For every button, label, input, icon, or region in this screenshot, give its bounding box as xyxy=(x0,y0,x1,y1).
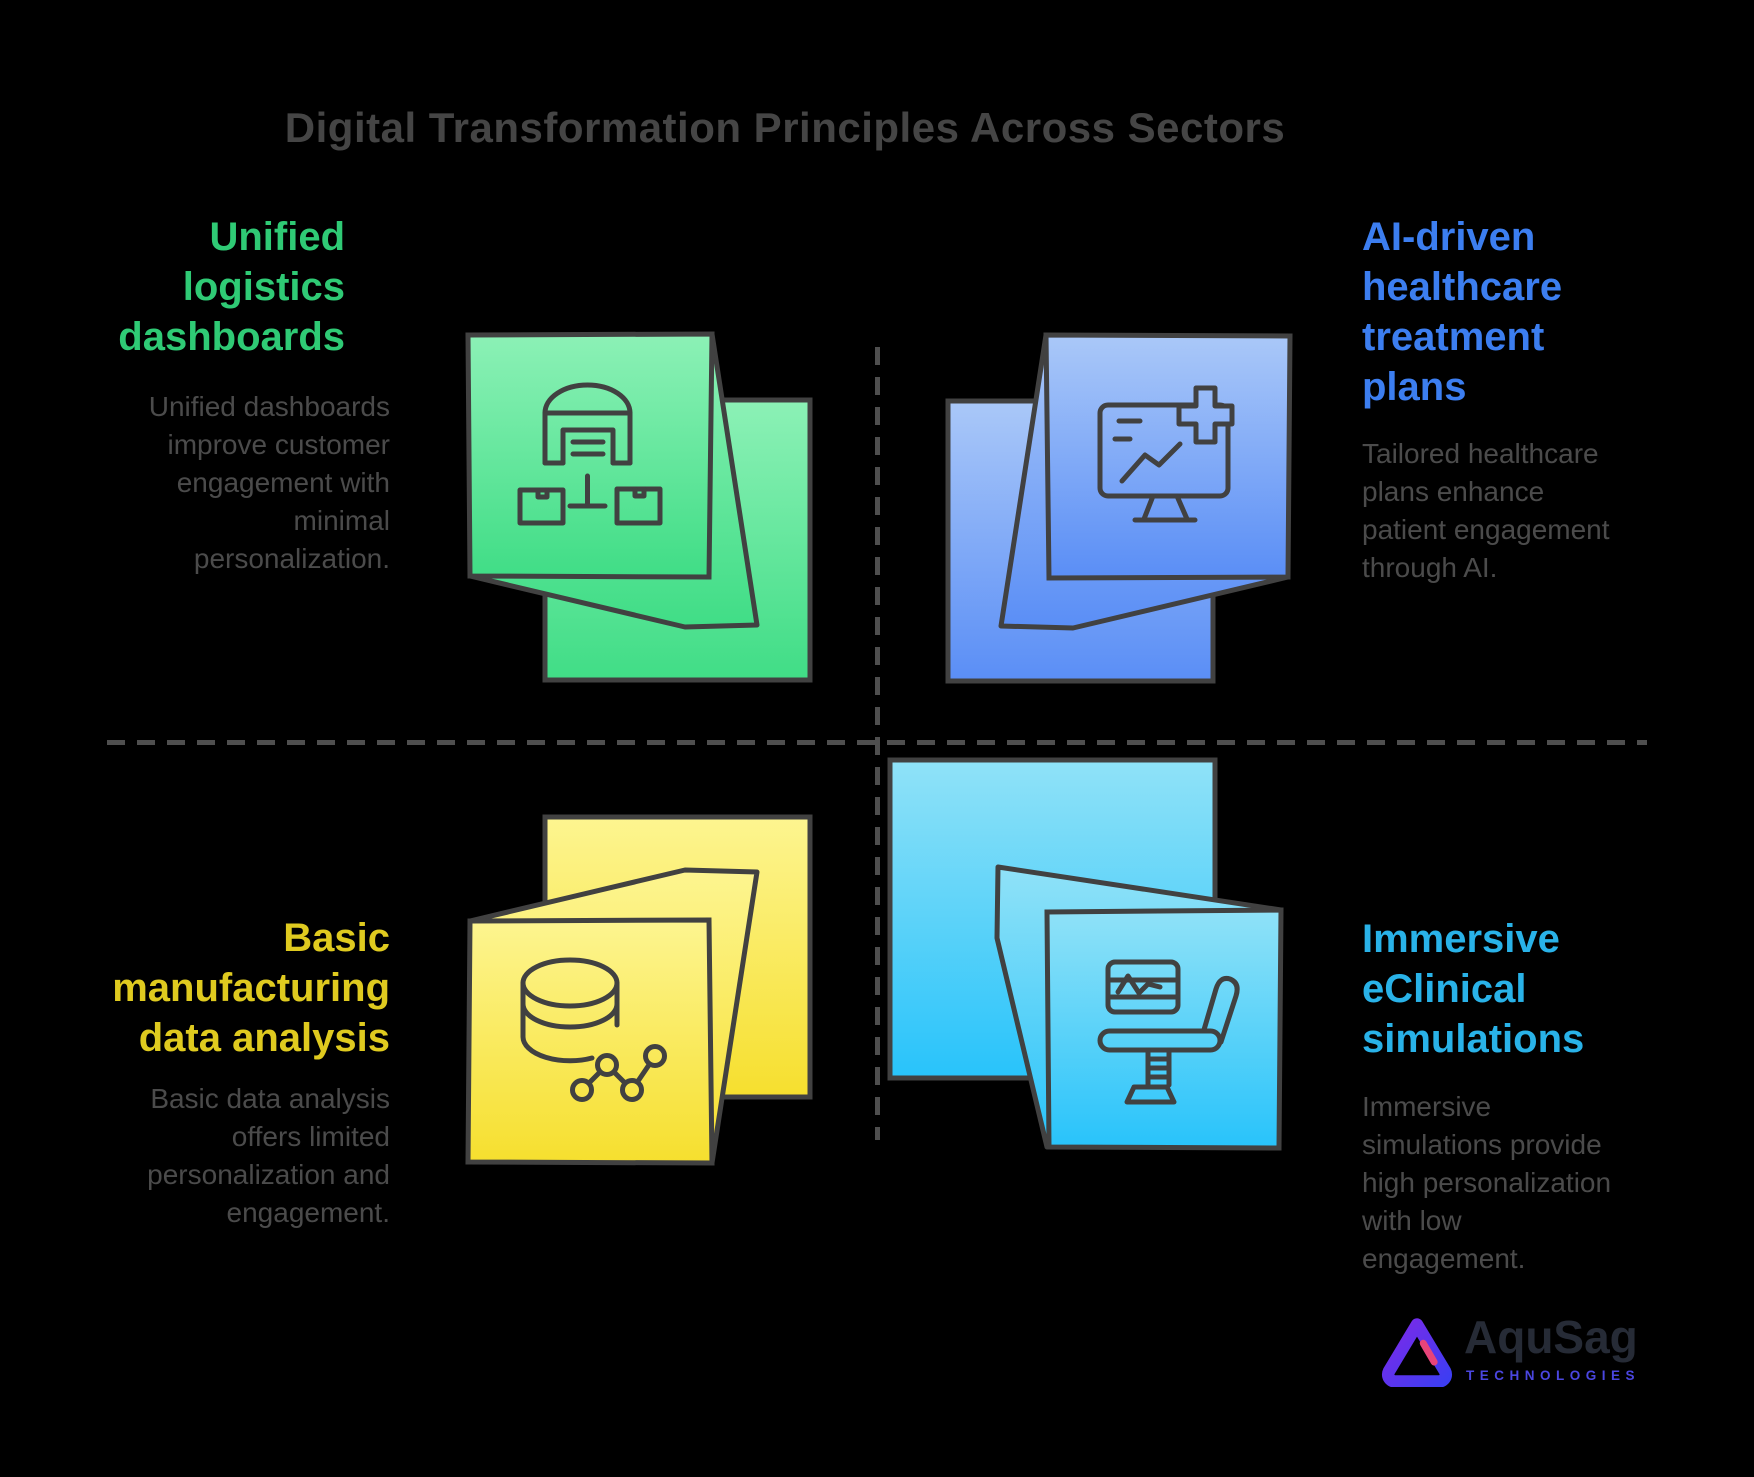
heading-ai-driven-healthcare: AI-driven healthcare treatment plans xyxy=(1362,215,1563,409)
database-node-chart-icon xyxy=(465,814,813,1166)
yellow-folded-square xyxy=(465,814,813,1166)
heading-basic-manufacturing: Basic manufacturing data analysis xyxy=(112,916,390,1060)
heading-unified-logistics-dashboards: Unified logistics dashboards xyxy=(118,215,345,359)
warehouse-boxes-icon xyxy=(465,331,813,683)
divider-vertical xyxy=(875,347,880,1140)
description-ai-driven-healthcare: Tailored healthcare plans enhance patien… xyxy=(1362,438,1610,583)
heading-immersive-eclinical: Immersive eClinical simulations xyxy=(1362,917,1585,1061)
database-glyph xyxy=(520,957,667,1102)
logo-name: AquSag xyxy=(1464,1311,1638,1363)
green-folded-square xyxy=(465,331,813,683)
monitor-exam-chair-icon xyxy=(887,757,1284,1151)
healthcare-monitor-glyph xyxy=(1097,385,1235,523)
monitor-medical-cross-icon xyxy=(945,332,1293,684)
description-immersive-eclinical: Immersive simulations provide high perso… xyxy=(1362,1091,1612,1274)
warehouse-glyph xyxy=(517,382,663,526)
page-title: Digital Transformation Principles Across… xyxy=(284,104,1286,151)
logo-subtitle: TECHNOLOGIES xyxy=(1466,1368,1641,1383)
blue-folded-square xyxy=(945,332,1293,684)
eclinical-chair-glyph xyxy=(1097,959,1240,1105)
description-basic-manufacturing: Basic data analysis offers limited perso… xyxy=(147,1083,390,1228)
aqusag-logo-mark-icon xyxy=(1381,1318,1453,1387)
description-unified-logistics-dashboards: Unified dashboards improve customer enga… xyxy=(148,391,390,574)
cyan-folded-square xyxy=(887,757,1284,1151)
